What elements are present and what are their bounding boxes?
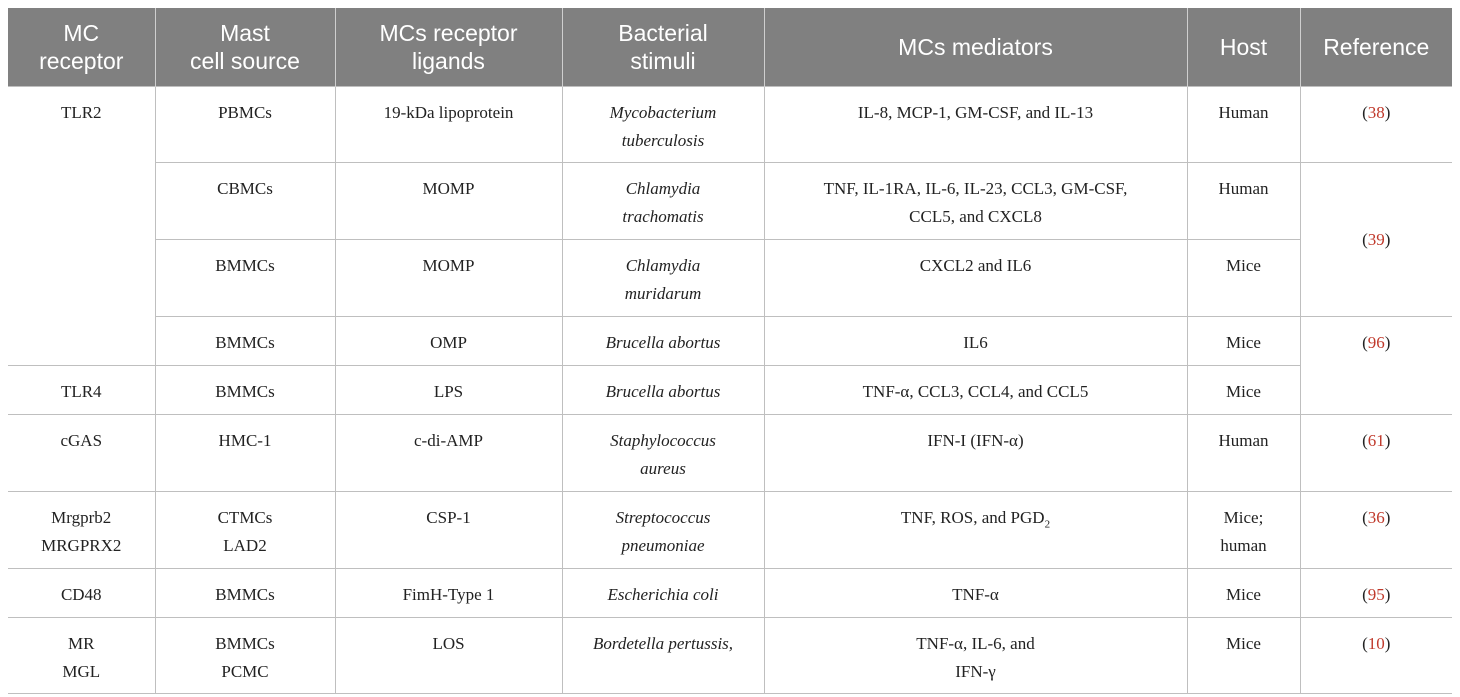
reference-link[interactable]: 61 [1367, 431, 1385, 450]
cell-stimulus: Escherichia coli [561, 568, 765, 618]
cell-ligand: LOS [334, 617, 563, 694]
reference-link[interactable]: 95 [1367, 585, 1385, 604]
cell-stimulus: Brucella abortus [561, 316, 765, 366]
cell-host: Mice [1186, 316, 1301, 366]
header-mediators: MCs mediators [763, 8, 1187, 87]
reference-link[interactable]: 96 [1367, 333, 1385, 352]
cell-ligand: MOMP [334, 162, 563, 240]
cell-receptor: TLR4 [8, 365, 156, 415]
cell-reference: (38) [1299, 86, 1452, 163]
cell-mediators: TNF, ROS, and PGD2 [763, 491, 1188, 569]
cell-ligand: FimH-Type 1 [334, 568, 563, 618]
cell-host: Mice [1186, 365, 1301, 415]
cell-source: PBMCs [154, 86, 336, 163]
header-host: Host [1186, 8, 1300, 87]
reference-link[interactable]: 36 [1367, 508, 1385, 527]
cell-mediators: TNF-α, CCL3, CCL4, and CCL5 [763, 365, 1188, 415]
cell-host: Human [1186, 162, 1301, 240]
cell-host: Mice;human [1186, 491, 1301, 569]
table-row: BMMCs OMP Brucella abortus IL6 Mice (96) [8, 316, 1452, 415]
cell-stimulus: Bordetella pertussis, [561, 617, 765, 694]
reference-link[interactable]: 38 [1367, 103, 1385, 122]
cell-source: BMMCs [154, 316, 336, 366]
table-row: TLR2 PBMCs 19-kDa lipoprotein Mycobacter… [8, 86, 1452, 366]
header-reference: Reference [1299, 8, 1452, 87]
cell-reference: (10) [1299, 617, 1452, 694]
cell-ligand: MOMP [334, 239, 563, 317]
cell-host: Human [1186, 86, 1301, 163]
cell-source: HMC-1 [154, 414, 336, 492]
cell-ligand: LPS [334, 365, 563, 415]
cell-ligand: c-di-AMP [334, 414, 563, 492]
cell-reference: (36) [1299, 491, 1452, 569]
cell-stimulus: Brucella abortus [561, 365, 765, 415]
cell-host: Mice [1186, 617, 1301, 694]
cell-mediators: IL-8, MCP-1, GM-CSF, and IL-13 [763, 86, 1188, 163]
reference-link[interactable]: 39 [1367, 229, 1385, 249]
cell-ligand: CSP-1 [334, 491, 563, 569]
table-row: TLR4 BMMCs LPS Brucella abortus TNF-α, C… [8, 365, 1452, 415]
cell-host: Mice [1186, 239, 1301, 317]
cell-reference: (96) [1299, 316, 1452, 415]
cell-mediators: TNF-α [763, 568, 1188, 618]
cell-mediators: IL6 [763, 316, 1188, 366]
cell-host: Human [1186, 414, 1301, 492]
cell-mediators: IFN-I (IFN-α) [763, 414, 1188, 492]
cell-ligand: OMP [334, 316, 563, 366]
cell-host: Mice [1186, 568, 1301, 618]
cell-source: BMMCs [154, 239, 336, 317]
cell-receptor: CD48 [8, 568, 156, 618]
cell-source: BMMCs [154, 568, 336, 618]
cell-reference: (95) [1299, 568, 1452, 618]
cell-ligand: 19-kDa lipoprotein [334, 86, 563, 163]
table-row: CD48 BMMCs FimH-Type 1 Escherichia coli … [8, 568, 1452, 618]
cell-reference: (61) [1299, 414, 1452, 492]
cell-reference: (39) [1299, 162, 1452, 317]
cell-receptor: TLR2 [8, 86, 156, 366]
cell-source: CBMCs [154, 162, 336, 240]
cell-mediators: CXCL2 and IL6 [763, 239, 1188, 317]
cell-source: BMMCs [154, 365, 336, 415]
reference-link[interactable]: 10 [1367, 634, 1385, 653]
cell-mediators: TNF, IL-1RA, IL-6, IL-23, CCL3, GM-CSF,C… [763, 162, 1188, 240]
cell-receptor: cGAS [8, 414, 156, 492]
